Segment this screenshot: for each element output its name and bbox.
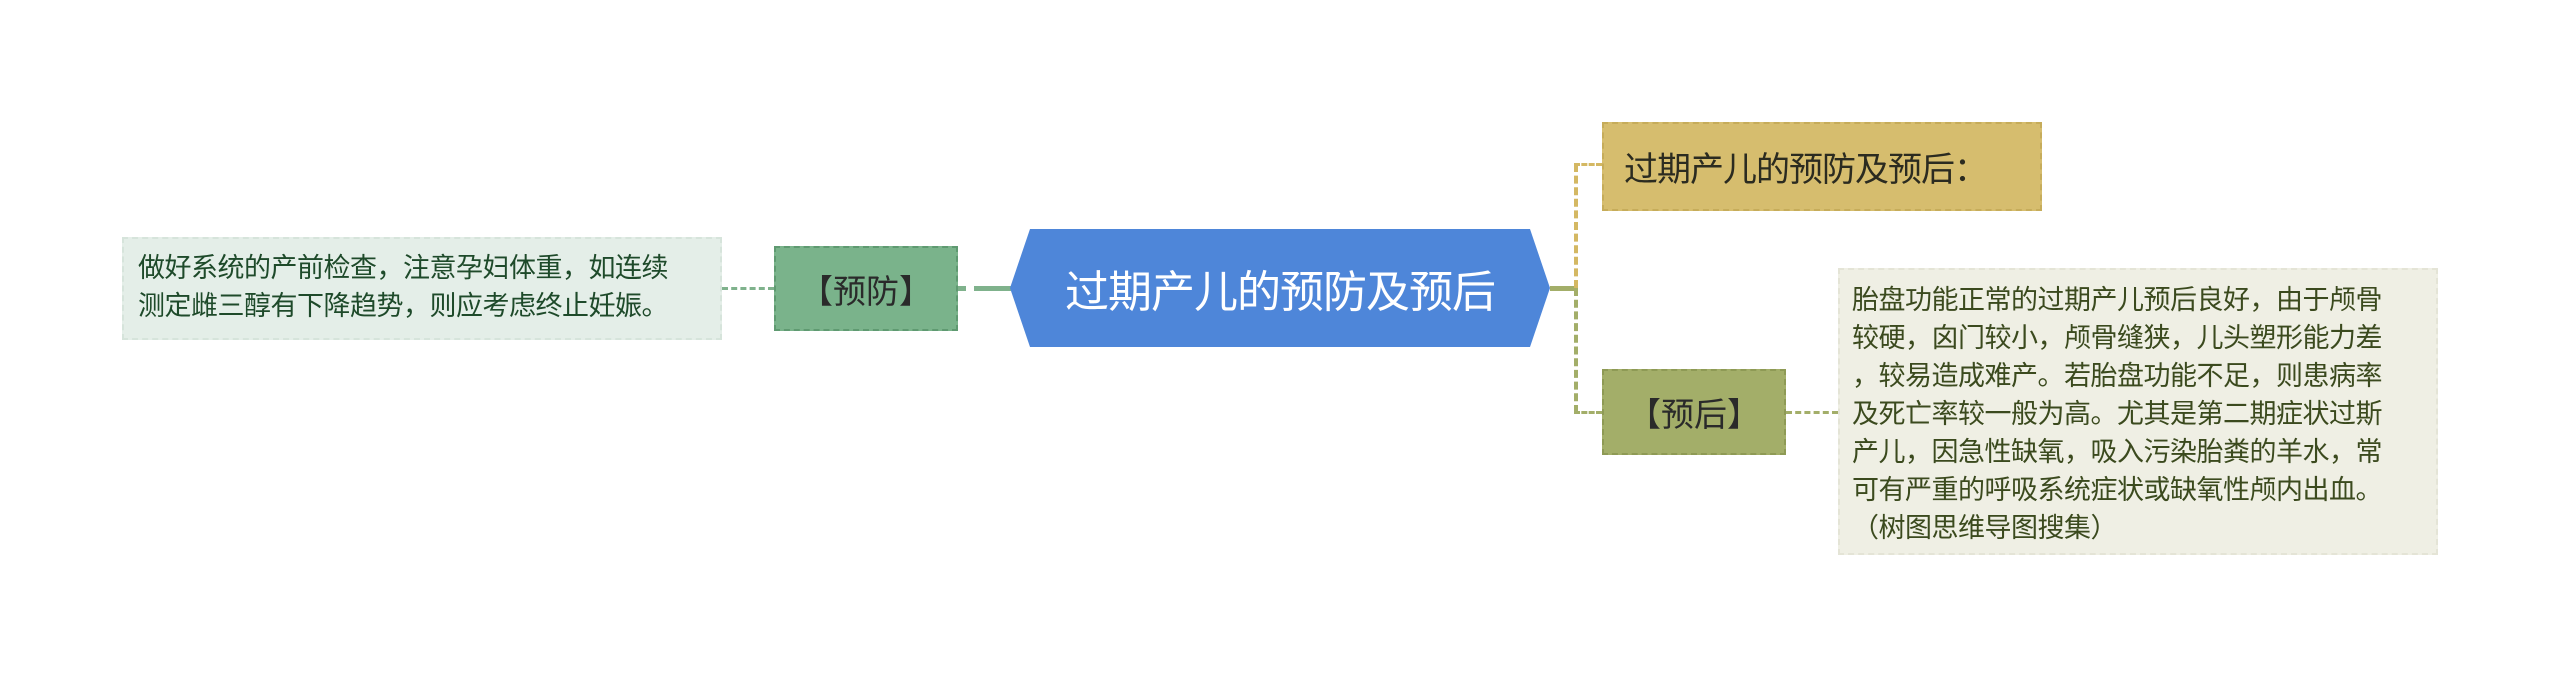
connector-trunk-upper (1574, 164, 1578, 288)
prognosis-detail-line: 胎盘功能正常的过期产儿预后良好，由于颅骨 (1852, 285, 2383, 316)
prognosis-detail-source: （树图思维导图搜集） (1852, 513, 2118, 544)
heading-label: 过期产儿的预防及预后： (1624, 150, 1988, 190)
prevention-detail-node[interactable]: 做好系统的产前检查，注意孕妇体重，如连续 测定雌三醇有下降趋势，则应考虑终止妊娠… (122, 237, 722, 340)
prevention-label: 【预防】 (800, 271, 932, 311)
connector-trunk-to-prognosis (1574, 411, 1602, 414)
prognosis-detail-line: 较硬，囟门较小，颅骨缝狭，儿头塑形能力差 (1852, 323, 2383, 354)
connector-root-to-trunk (1550, 286, 1576, 291)
prognosis-detail-node[interactable]: 胎盘功能正常的过期产儿预后良好，由于颅骨 较硬，囟门较小，颅骨缝狭，儿头塑形能力… (1838, 268, 2438, 555)
prognosis-node[interactable]: 【预后】 (1602, 369, 1786, 455)
connector-trunk-lower (1574, 288, 1578, 413)
prognosis-detail-line: ，较易造成难产。若胎盘功能不足，则患病率 (1852, 361, 2383, 392)
prognosis-detail-line: 产儿，因急性缺氧，吸入污染胎粪的羊水，常 (1852, 437, 2383, 468)
connector-gap (966, 284, 974, 293)
prevention-node[interactable]: 【预防】 (774, 246, 958, 331)
prognosis-label: 【预后】 (1628, 395, 1760, 434)
prevention-detail-line: 做好系统的产前检查，注意孕妇体重，如连续 (138, 253, 669, 284)
prognosis-detail-line: 及死亡率较一般为高。尤其是第二期症状过斯 (1852, 399, 2383, 430)
root-topic-node[interactable]: 过期产儿的预防及预后 (1010, 229, 1550, 347)
connector-detail-to-prevent (722, 287, 774, 290)
prevention-detail-line: 测定雌三醇有下降趋势，则应考虑终止妊娠。 (138, 291, 669, 322)
root-topic-label: 过期产儿的预防及预后 (1065, 267, 1496, 318)
connector-trunk-to-heading (1574, 163, 1602, 166)
prognosis-detail-line: 可有严重的呼吸系统症状或缺氧性颅内出血。 (1852, 475, 2383, 506)
heading-node[interactable]: 过期产儿的预防及预后： (1602, 122, 2042, 211)
connector-prevent-to-root (958, 286, 1012, 291)
connector-prognosis-to-detail (1786, 411, 1838, 414)
